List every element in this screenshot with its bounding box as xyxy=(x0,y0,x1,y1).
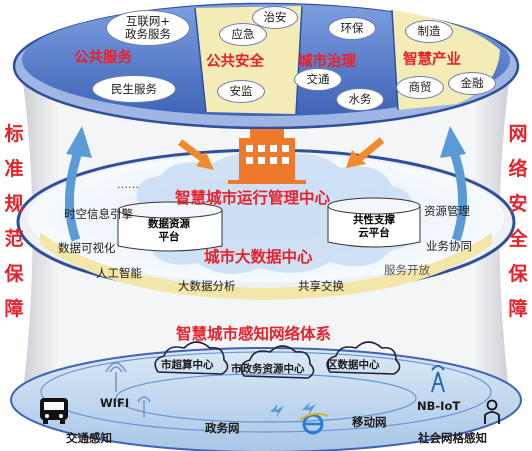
item-livelihood: 民生服务 xyxy=(92,75,176,103)
ellipsis-text: …… xyxy=(117,178,139,191)
side-char: 保 xyxy=(4,263,24,285)
item-traffic: 交通 xyxy=(294,68,342,91)
label-visualization: 数据可视化 xyxy=(58,241,116,255)
side-char: 网 xyxy=(508,123,528,145)
label-ai: 人工智能 xyxy=(96,266,142,280)
item-public-order: 治安 xyxy=(252,6,298,29)
bus-icon xyxy=(40,398,68,424)
section-title-city-governance: 城市治理 xyxy=(298,54,356,70)
signal-icon xyxy=(137,396,151,418)
item-internet-gov: 互联网+ 政务服务 xyxy=(106,10,190,46)
side-char: 范 xyxy=(4,228,24,250)
side-char: 安 xyxy=(508,193,528,215)
label-traffic-sensing: 交通感知 xyxy=(66,431,112,445)
label-nb-iot: NB-IoT xyxy=(417,399,461,413)
item-water: 水务 xyxy=(336,88,384,111)
label-service-open: 服务开放 xyxy=(384,263,430,277)
platform-data-resource: 数据资源 平台 xyxy=(148,218,190,243)
section-title-public-service: 公共服务 xyxy=(74,50,132,66)
item-manufacturing: 制造 xyxy=(405,20,453,43)
signal-icon xyxy=(105,362,127,392)
browser-icon xyxy=(299,412,329,435)
item-emergency: 应急 xyxy=(219,23,267,46)
perception-network-title: 智慧城市感知网络体系 xyxy=(176,325,332,343)
label-wifi: WIFI xyxy=(100,396,130,410)
building-icon xyxy=(228,129,306,184)
label-mobile-network: 移动网 xyxy=(352,415,387,429)
blue-arrow-left xyxy=(65,126,92,242)
person-icon xyxy=(484,399,500,424)
label-business-collaboration: 业务协同 xyxy=(426,239,472,253)
bottom-ring-inner xyxy=(115,373,417,423)
big-data-center-title: 城市大数据中心 xyxy=(204,248,313,266)
right-vertical-label: 网 络 安 全 保 障 xyxy=(506,117,530,327)
cloud-label-supercomputing: 市超算中心 xyxy=(161,359,214,371)
database-icon-left xyxy=(117,201,223,252)
orange-arrow-left xyxy=(177,139,214,170)
item-commerce: 商贸 xyxy=(396,76,444,99)
item-finance: 金融 xyxy=(448,72,496,95)
lightning-icon xyxy=(270,404,284,418)
section-divider xyxy=(391,9,399,111)
orange-arrow-right xyxy=(346,137,385,168)
cloud-label-district-data: 区数据中心 xyxy=(327,359,380,371)
operation-center-title: 智慧城市运行管理中心 xyxy=(175,189,331,207)
cloud-label-gov-resource: 市政务资源中心 xyxy=(231,363,305,375)
tower-icon xyxy=(431,365,445,393)
side-char: 障 xyxy=(4,298,24,320)
section-divider xyxy=(295,5,303,115)
side-char: 准 xyxy=(4,158,24,180)
middle-disk-edge xyxy=(40,232,492,300)
side-char: 保 xyxy=(508,263,528,285)
label-spatiotemporal: 时空信息引擎 xyxy=(64,207,133,221)
database-icon-right xyxy=(327,197,421,248)
section-divider xyxy=(194,7,207,113)
section-title-smart-industry: 智慧产业 xyxy=(403,52,461,68)
lightning-icon xyxy=(302,402,316,416)
label-resource-management: 资源管理 xyxy=(424,204,470,218)
side-char: 全 xyxy=(508,228,528,250)
platform-cloud-support: 共性支撑 云平台 xyxy=(353,214,395,239)
label-gov-network: 政务网 xyxy=(205,421,240,435)
blue-arrow-right xyxy=(440,126,467,242)
left-vertical-label: 标 准 规 范 保 障 xyxy=(2,117,26,327)
side-char: 标 xyxy=(4,123,24,145)
cloud-icon xyxy=(240,345,315,379)
item-safety-supervision: 安监 xyxy=(217,80,265,103)
cloud-icon xyxy=(326,341,401,375)
side-char: 规 xyxy=(4,193,24,215)
item-environment: 环保 xyxy=(328,17,376,40)
side-char: 络 xyxy=(508,158,528,180)
section-title-public-safety: 公共安全 xyxy=(206,54,264,70)
label-big-data-analysis: 大数据分析 xyxy=(178,279,236,293)
cloud-icon xyxy=(154,341,229,375)
label-shared-exchange: 共享交换 xyxy=(298,279,344,293)
label-grid-sensing: 社会网格感知 xyxy=(418,431,487,445)
side-char: 障 xyxy=(508,298,528,320)
